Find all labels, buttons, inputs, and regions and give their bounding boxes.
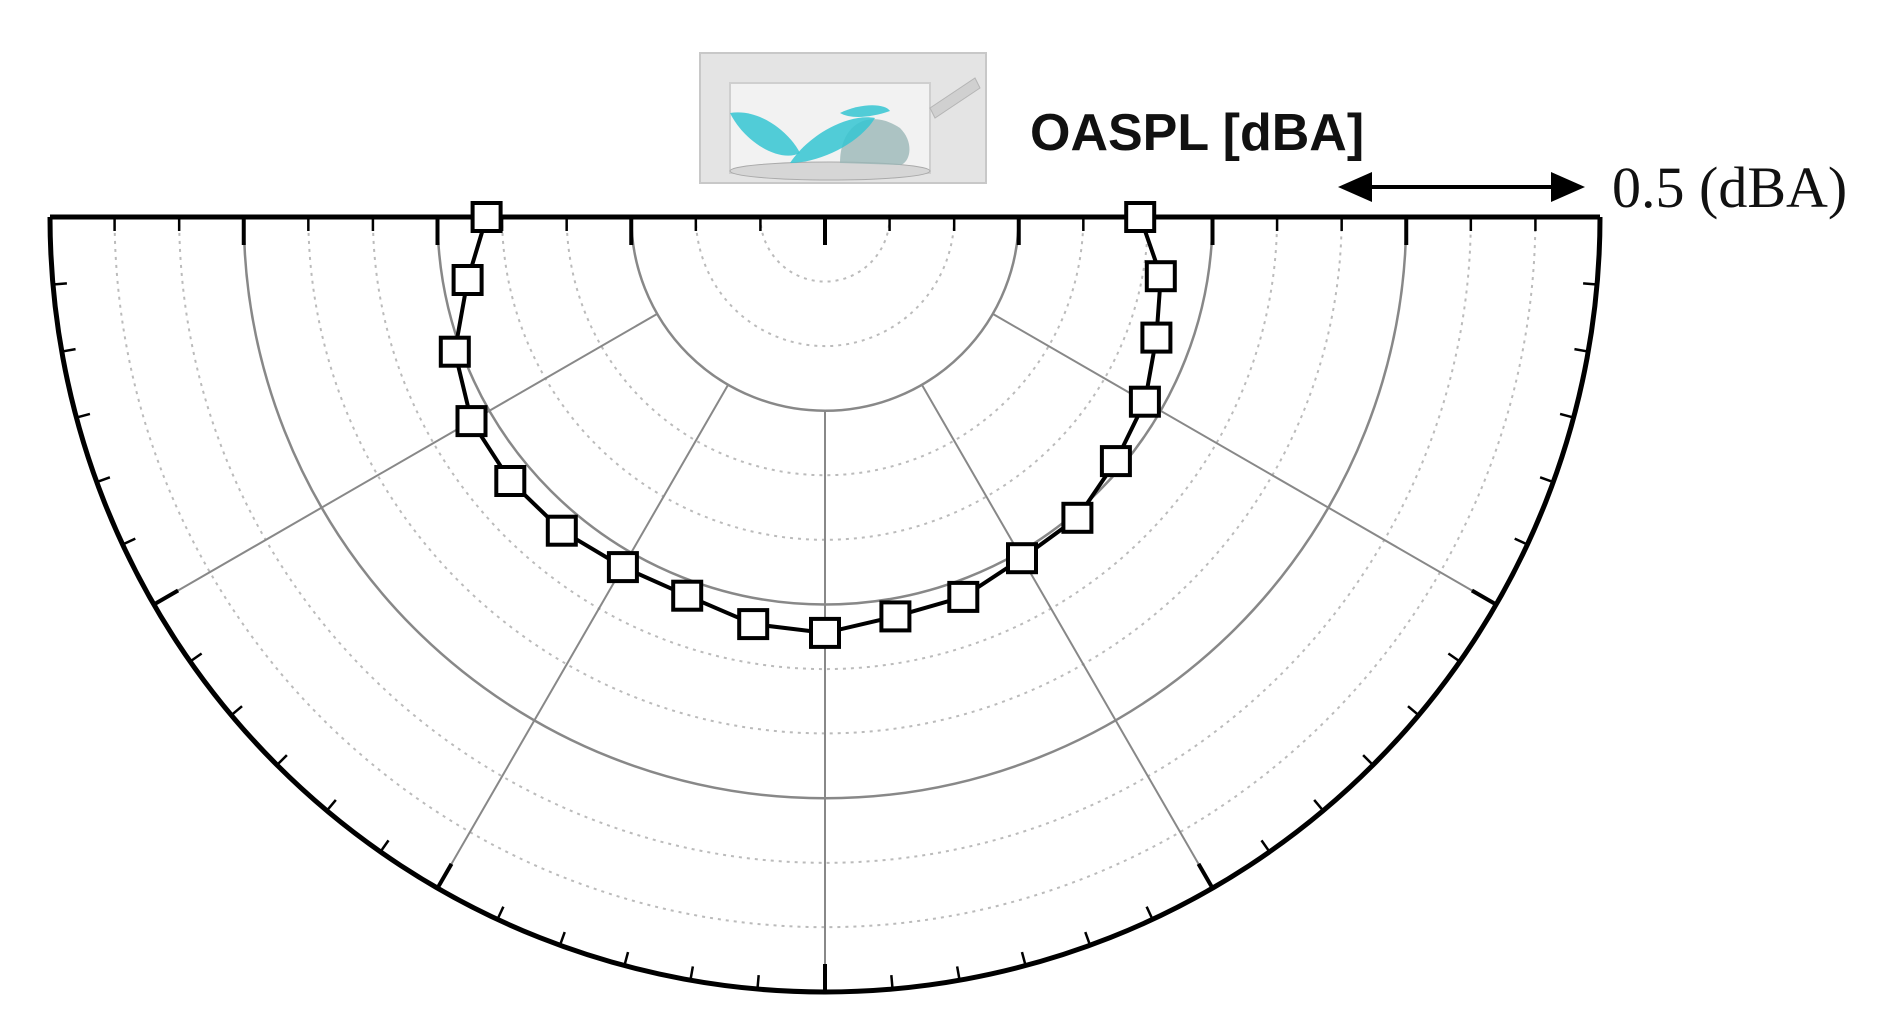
frame-tick — [379, 839, 390, 853]
frame-tick — [1084, 931, 1092, 946]
frame-tick — [1574, 347, 1589, 353]
frame-tick — [1539, 476, 1554, 484]
angular-gridline — [921, 384, 1214, 889]
frame-tick — [1196, 862, 1215, 890]
frame-tick — [1447, 652, 1461, 663]
data-point-marker — [455, 405, 488, 438]
frame-tick — [122, 537, 136, 546]
frame-tick — [152, 588, 180, 607]
data-point-marker — [1144, 260, 1177, 293]
frame-tick — [689, 966, 695, 981]
frame-tick — [955, 966, 961, 981]
series-line — [452, 216, 1163, 635]
frame-tick — [1260, 839, 1271, 853]
frame-tick — [76, 412, 91, 419]
data-point-marker — [1061, 501, 1094, 534]
angular-gridlines — [153, 313, 1497, 992]
frame-tick — [496, 906, 505, 920]
frame-tick — [1582, 282, 1598, 286]
data-point-marker — [494, 465, 527, 497]
frame-tick — [1145, 906, 1154, 920]
polar-grid — [47, 216, 1603, 995]
angular-gridline — [153, 313, 658, 606]
minor-ring — [694, 216, 956, 348]
data-point-marker — [737, 608, 770, 641]
data-point-marker — [1124, 201, 1157, 233]
angular-gridline — [992, 313, 1497, 606]
frame-tick — [1362, 754, 1374, 766]
frame-tick — [756, 974, 760, 990]
scale-indicator: 0.5 (dBA) — [1338, 155, 1847, 220]
frame-ticks — [52, 217, 1598, 992]
frame-tick — [558, 931, 566, 946]
angular-gridline — [436, 384, 729, 889]
data-point-marker — [545, 514, 578, 547]
data-point-marker — [671, 579, 704, 612]
frame-tick — [1407, 705, 1420, 717]
data-point-marker — [947, 580, 980, 613]
frame-tick — [230, 705, 243, 717]
major-ring — [630, 216, 1020, 412]
frame-tick — [1514, 537, 1528, 546]
frame-tick — [1020, 951, 1027, 966]
data-point-marker — [1099, 445, 1132, 478]
data-point-marker — [1006, 542, 1038, 575]
frame-tick — [1470, 588, 1498, 607]
frame-tick — [96, 476, 111, 484]
frame-tick — [325, 799, 337, 812]
series-layer — [438, 201, 1177, 649]
frame-tick — [623, 951, 630, 966]
data-point-marker — [809, 616, 841, 649]
frame-tick — [61, 347, 76, 353]
scale-label: 0.5 (dBA) — [1612, 155, 1847, 220]
frame-tick — [276, 754, 288, 766]
data-point-marker — [606, 551, 639, 584]
data-point-marker — [438, 335, 471, 368]
frame-tick — [189, 652, 203, 663]
minor-ring — [307, 216, 1343, 735]
data-point-marker — [879, 600, 912, 633]
minor-ring — [113, 216, 1537, 929]
frame-tick — [435, 862, 454, 890]
data-point-marker — [1128, 385, 1161, 418]
data-point-marker — [470, 201, 503, 233]
chart-title: OASPL [dBA] — [1030, 104, 1364, 162]
frame-tick — [52, 282, 68, 286]
data-point-marker — [451, 264, 484, 296]
frame-tick — [890, 974, 894, 990]
data-point-marker — [1140, 321, 1173, 354]
frame-tick — [1313, 799, 1325, 812]
fan-geometry-inset — [699, 52, 987, 184]
frame-tick — [1559, 412, 1574, 419]
